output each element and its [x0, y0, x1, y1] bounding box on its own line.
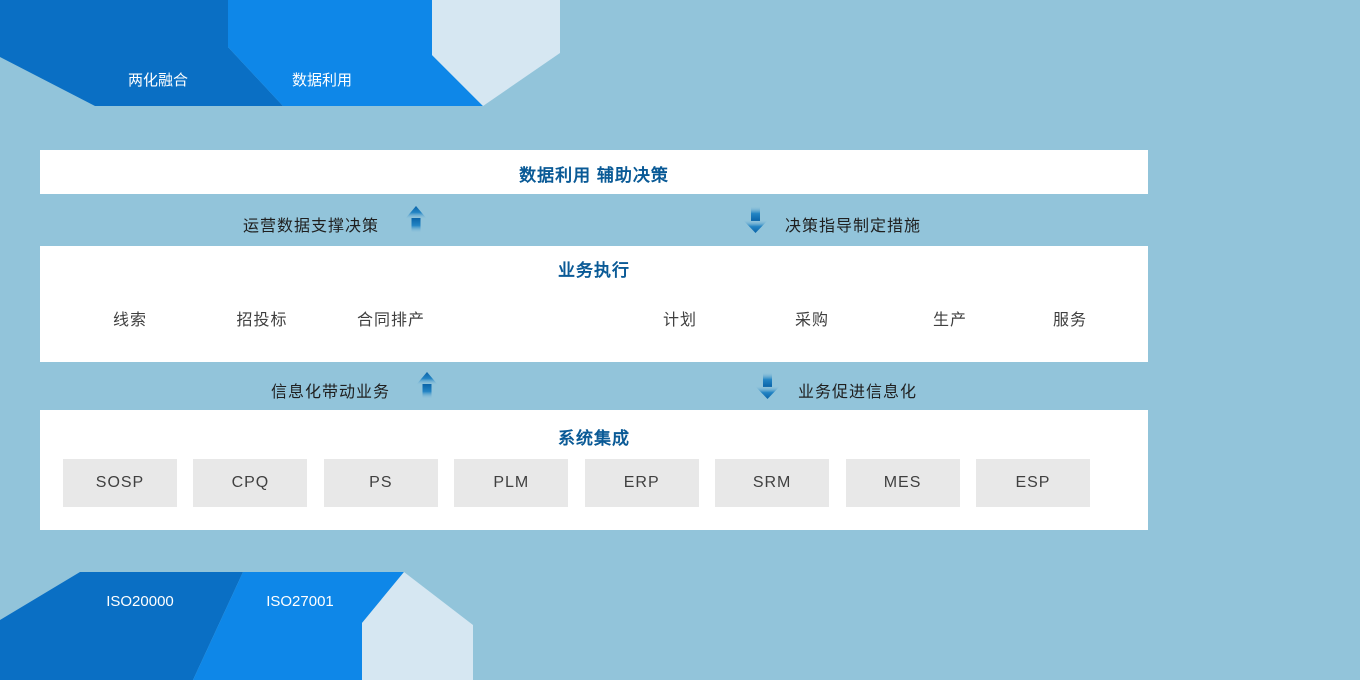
system-box-label: PS: [369, 474, 393, 491]
step-label-zhaotoubiao: 招投标: [236, 312, 288, 329]
system-box-esp: ESP: [975, 459, 1090, 507]
system-box-srm: SRM: [715, 459, 830, 507]
step-label-jihua: 计划: [662, 312, 698, 329]
integration-row-left-label: 信息化带动业务: [271, 384, 391, 401]
system-box-plm: PLM: [454, 459, 569, 507]
system-box-mes: MES: [845, 459, 960, 507]
up-arrow-icon: [416, 372, 438, 399]
decision-band: 数据利用 辅助决策: [40, 150, 1148, 194]
up-arrow-icon: [405, 206, 427, 233]
step-label-fuwu: 服务: [1052, 312, 1088, 329]
integration-row-right-label: 业务促进信息化: [798, 384, 918, 401]
bottom-tab-iso20000-shape[interactable]: [0, 572, 243, 680]
top-tab-lianghua-label[interactable]: 两化融合: [127, 72, 189, 89]
bottom-tab-iso20000-label[interactable]: ISO20000: [106, 593, 174, 610]
top-tab-lianghua-shape[interactable]: [0, 0, 283, 106]
top-tab-shuju-label[interactable]: 数据利用: [291, 72, 353, 89]
systems-row: SOSP CPQ PS PLM ERP SRM MES ESP: [63, 459, 1090, 507]
system-box-label: CPQ: [231, 474, 270, 491]
system-box-erp: ERP: [584, 459, 699, 507]
bottom-tab-empty-shape: [362, 572, 473, 680]
systems-band-title: 系统集成: [558, 429, 630, 448]
execution-band-title: 业务执行: [558, 261, 630, 280]
down-arrow-icon: [755, 372, 780, 399]
execution-band: 业务执行: [40, 246, 1148, 362]
system-box-label: MES: [883, 474, 922, 491]
system-box-label: ERP: [623, 474, 660, 491]
system-box-ps: PS: [323, 459, 438, 507]
system-box-label: ESP: [1015, 474, 1051, 491]
system-box-label: PLM: [493, 474, 530, 491]
step-label-shengchan: 生产: [932, 312, 968, 329]
bottom-tab-iso27001-shape[interactable]: [193, 572, 404, 680]
system-box-label: SRM: [752, 474, 792, 491]
system-box-label: SOSP: [95, 474, 145, 491]
system-box-cpq: CPQ: [193, 459, 308, 507]
top-tab-empty-shape: [432, 0, 560, 106]
decision-row-left-label: 运营数据支撑决策: [243, 218, 380, 235]
down-arrow-icon: [743, 206, 768, 233]
decision-row-right-label: 决策指导制定措施: [785, 218, 922, 235]
step-label-caigou: 采购: [794, 312, 830, 329]
bottom-tab-iso27001-label[interactable]: ISO27001: [266, 593, 334, 610]
step-label-xiansuo: 线索: [112, 312, 148, 329]
top-tab-shuju-shape[interactable]: [228, 0, 483, 106]
decision-band-title: 数据利用 辅助决策: [519, 166, 669, 185]
step-label-hetongpaichan: 合同排产: [356, 312, 426, 329]
system-box-sosp: SOSP: [63, 459, 177, 507]
